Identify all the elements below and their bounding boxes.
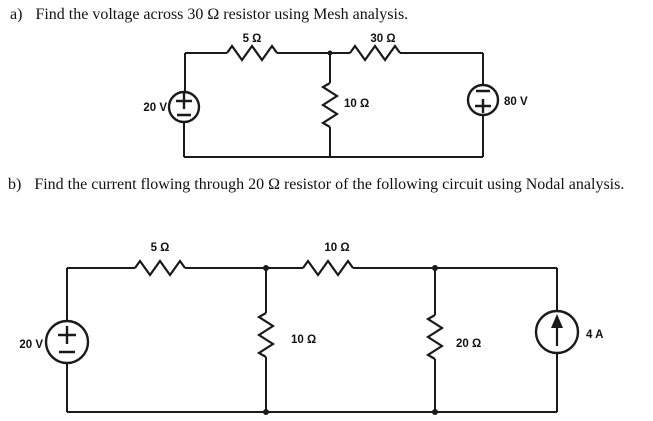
node-dot-b-bottom-1	[263, 409, 269, 415]
question-b-text: b) Find the current flowing through 20 Ω …	[8, 175, 624, 194]
resistor-5ohm-b-icon	[134, 259, 186, 277]
voltage-source-20v-b-label: 20 V	[19, 339, 43, 351]
resistor-10ohm-b-branch-icon	[256, 312, 276, 358]
resistor-10ohm-b-top-icon	[302, 259, 354, 277]
resistor-10ohm-a-icon	[320, 82, 340, 128]
resistor-20ohm-b-icon	[425, 314, 445, 360]
circuit-b: 5 Ω 10 Ω 20 V 10 Ω 20 Ω 4 A	[19, 242, 603, 415]
voltage-source-20v-a-label: 20 V	[143, 102, 167, 114]
question-b-label: b)	[8, 176, 22, 193]
resistor-10ohm-a-label: 10 Ω	[344, 98, 369, 110]
current-source-4a-icon	[534, 309, 580, 355]
voltage-source-20v-b-icon	[44, 319, 90, 365]
resistor-5ohm-a-icon	[226, 44, 278, 62]
current-source-4a-label: 4 A	[586, 329, 603, 341]
node-dot-b-top-1	[263, 265, 269, 271]
question-a-body: Find the voltage across 30 Ω resistor us…	[35, 6, 409, 23]
voltage-source-20v-a-icon	[167, 90, 201, 124]
resistor-30ohm-a-icon	[349, 44, 401, 62]
node-dot-b-bottom-2	[432, 409, 438, 415]
node-dot-b-top-2	[432, 265, 438, 271]
resistor-30ohm-a-label: 30 Ω	[370, 33, 395, 45]
resistor-5ohm-b-label: 5 Ω	[151, 242, 170, 254]
question-a-text: a) Find the voltage across 30 Ω resistor …	[10, 5, 408, 24]
voltage-source-80v-a-label: 80 V	[504, 96, 528, 108]
node-dot-a-top	[327, 50, 333, 56]
circuit-b-wires	[66, 267, 558, 413]
circuit-a-wires	[183, 52, 484, 158]
circuit-a: 5 Ω 30 Ω 20 V 10 Ω 80 V	[143, 33, 528, 158]
voltage-source-80v-a-icon	[466, 83, 500, 117]
question-b-body: Find the current flowing through 20 Ω re…	[34, 176, 625, 193]
resistor-10ohm-b-top-label: 10 Ω	[324, 242, 349, 254]
resistor-20ohm-b-label: 20 Ω	[456, 338, 481, 350]
question-a-label: a)	[10, 6, 23, 23]
resistor-5ohm-a-label: 5 Ω	[243, 33, 262, 45]
resistor-10ohm-b-branch-label: 10 Ω	[291, 334, 316, 346]
